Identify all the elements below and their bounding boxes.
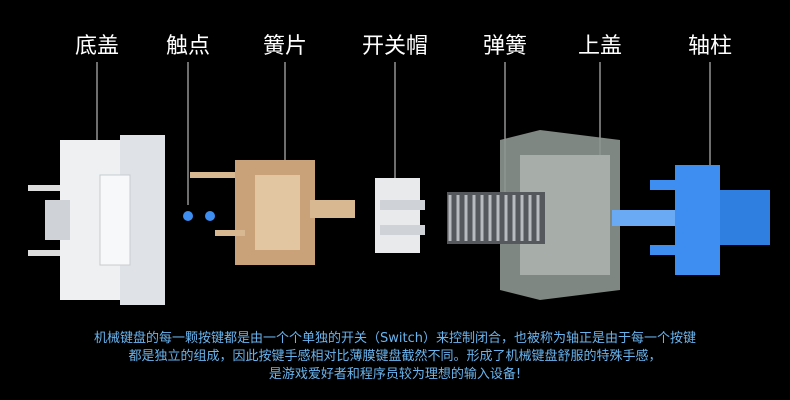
base-housing (28, 135, 165, 305)
stem (612, 165, 770, 275)
label-switch-cap: 开关帽 (361, 34, 429, 59)
caption-line: 是游戏爱好者和程序员较为理想的输入设备! (268, 367, 522, 382)
label-leaf-spring: 簧片 (262, 34, 308, 59)
leaf-spring (190, 160, 355, 265)
label-contacts: 触点 (165, 34, 211, 59)
label-stem: 轴柱 (687, 34, 733, 59)
spring (447, 192, 545, 244)
label-top-cover: 上盖 (577, 34, 623, 59)
top-cover (500, 130, 620, 300)
label-spring: 弹簧 (482, 34, 528, 59)
caption-line: 都是独立的组成，因此按键手感相对比薄膜键盘截然不同。形成了机械键盘舒服的特殊手感… (128, 349, 662, 364)
caption-line: 机械键盘的每一颗按键都是由一个个单独的开关（Switch）来控制闭合，也被称为轴… (94, 331, 696, 346)
contacts (183, 211, 215, 221)
switch-cap (375, 178, 425, 253)
label-base: 底盖 (74, 34, 120, 59)
switch-exploded-diagram (28, 62, 770, 305)
caption: 机械键盘的每一颗按键都是由一个个单独的开关（Switch）来控制闭合，也被称为轴… (0, 330, 790, 384)
